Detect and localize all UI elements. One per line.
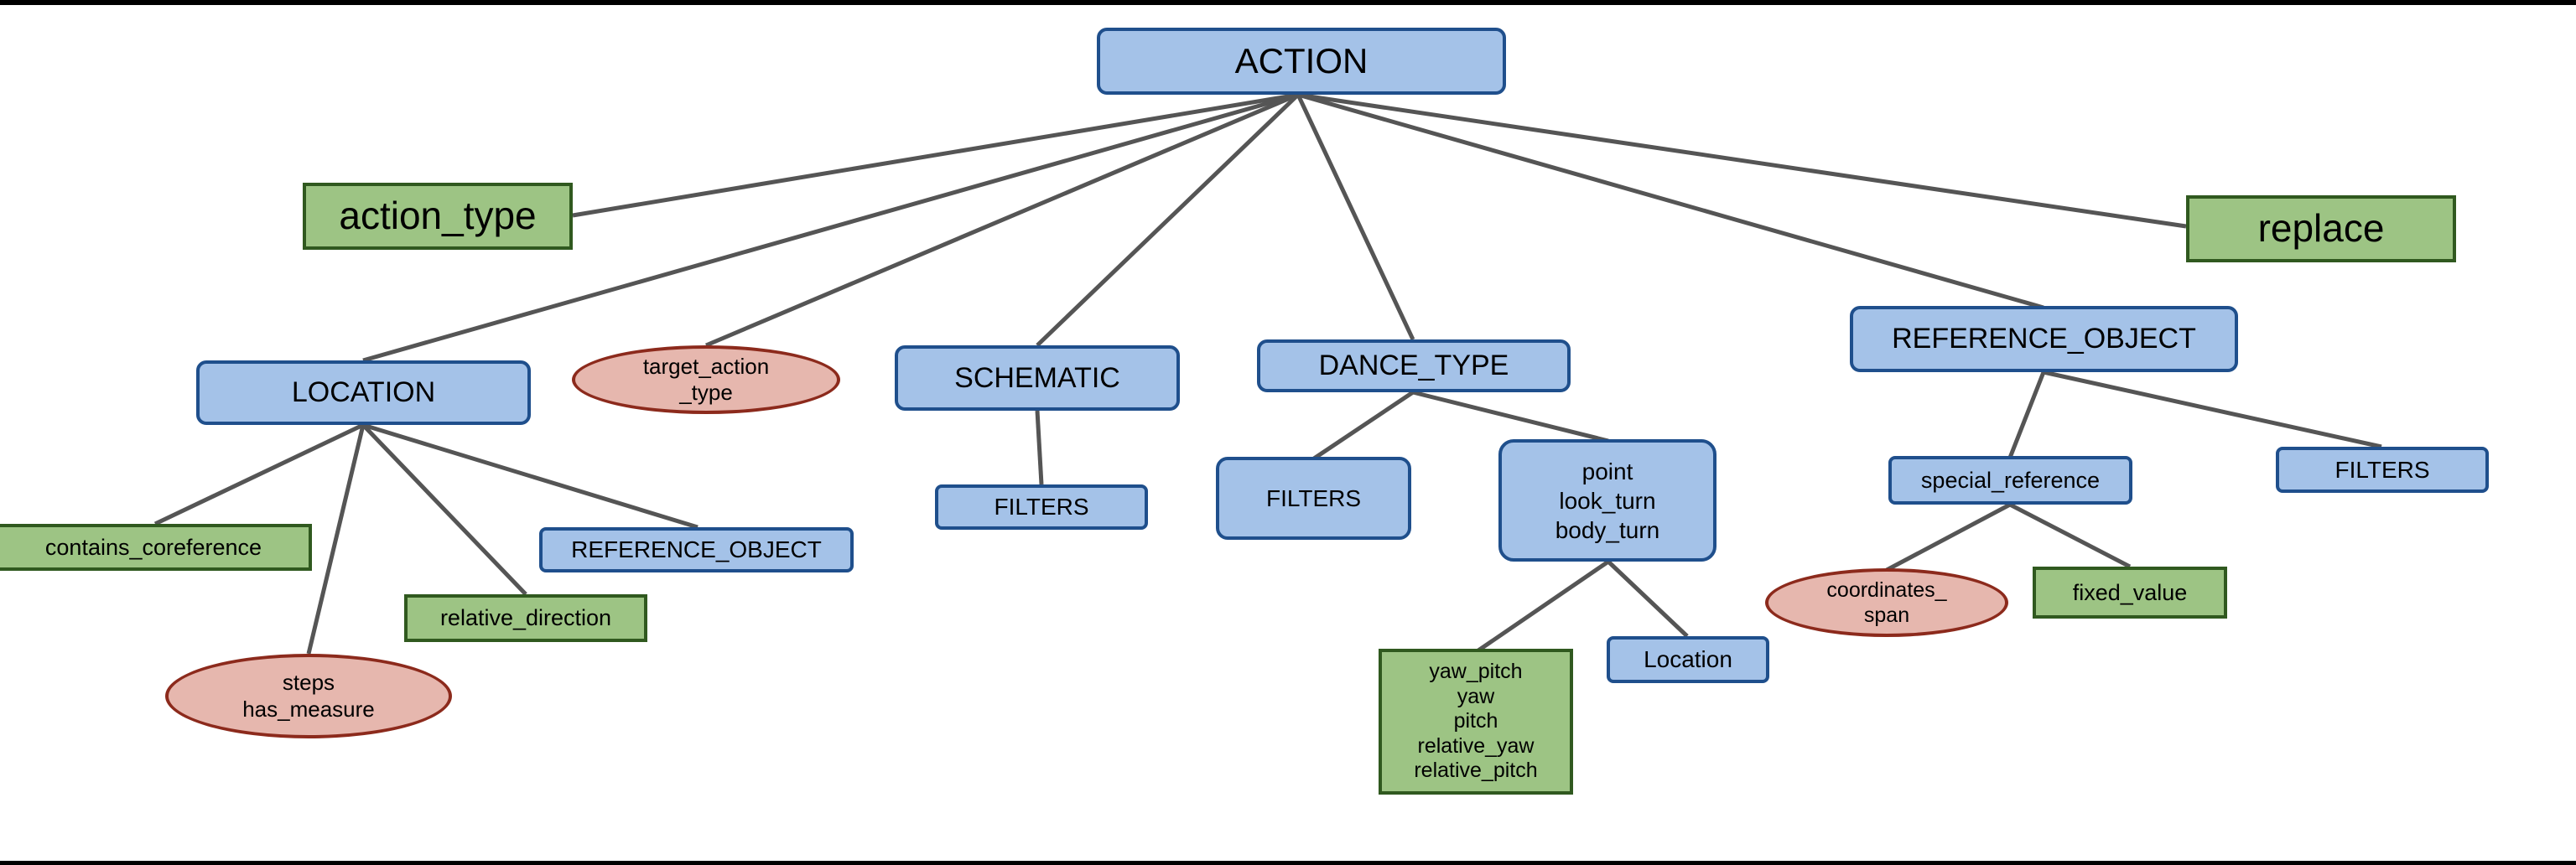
dance-filters-label: FILTERS bbox=[1265, 484, 1362, 511]
steps-label: steps has_measure bbox=[242, 670, 375, 722]
refobj-filters-label: FILTERS bbox=[2334, 456, 2430, 483]
action-node: ACTION bbox=[1097, 28, 1506, 95]
edge-point-angles bbox=[1477, 559, 1610, 653]
edge-refobj-filters bbox=[2043, 370, 2382, 449]
edge-location-coreference bbox=[153, 422, 365, 526]
schematic-label: SCHEMATIC bbox=[954, 361, 1120, 394]
steps-node: steps has_measure bbox=[165, 654, 452, 738]
edge-action-dance-type bbox=[1296, 93, 1415, 341]
fixed-value-node: fixed_value bbox=[2033, 567, 2227, 619]
dance-type-label: DANCE_TYPE bbox=[1318, 350, 1509, 382]
dance-location-node: Location bbox=[1607, 636, 1769, 683]
edge-location-reference-object bbox=[362, 422, 699, 530]
location-reference-object-node: REFERENCE_OBJECT bbox=[539, 527, 854, 572]
target-action-type-node: target_action _type bbox=[572, 345, 840, 414]
schematic-filters-label: FILTERS bbox=[994, 494, 1089, 521]
contains-coreference-label: contains_coreference bbox=[44, 534, 262, 560]
edge-point-location bbox=[1607, 560, 1689, 638]
location-label: LOCATION bbox=[291, 376, 436, 409]
dance-filters-node: FILTERS bbox=[1216, 457, 1411, 540]
edge-action-action-type bbox=[572, 92, 1299, 218]
coordinates-span-node: coordinates_ span bbox=[1765, 568, 2008, 637]
angles-label: yaw_pitch yaw pitch relative_yaw relativ… bbox=[1414, 660, 1538, 783]
top-border bbox=[0, 0, 2576, 5]
location-reference-object-label: REFERENCE_OBJECT bbox=[571, 536, 822, 563]
special-reference-node: special_reference bbox=[1888, 456, 2132, 505]
action-type-node: action_type bbox=[303, 183, 573, 250]
action-label: ACTION bbox=[1234, 40, 1368, 80]
dance-location-label: Location bbox=[1644, 646, 1732, 673]
edge-action-target-action-type bbox=[705, 92, 1299, 348]
angles-node: yaw_pitch yaw pitch relative_yaw relativ… bbox=[1379, 649, 1573, 795]
relative-direction-node: relative_direction bbox=[404, 594, 647, 642]
dance-type-node: DANCE_TYPE bbox=[1257, 339, 1571, 392]
relative-direction-label: relative_direction bbox=[439, 605, 612, 631]
contains-coreference-node: contains_coreference bbox=[0, 524, 312, 571]
edge-schematic-filters bbox=[1035, 410, 1044, 485]
coordinates-span-label: coordinates_ span bbox=[1826, 578, 1947, 627]
schematic-node: SCHEMATIC bbox=[895, 345, 1180, 411]
replace-label: replace bbox=[2257, 206, 2385, 251]
edge-refobj-special-reference bbox=[2007, 371, 2046, 458]
target-action-type-label: target_action _type bbox=[642, 353, 770, 405]
edge-action-replace bbox=[1297, 92, 2187, 229]
reference-object-label: REFERENCE_OBJECT bbox=[1892, 323, 2196, 355]
refobj-filters-node: FILTERS bbox=[2276, 447, 2489, 493]
edge-action-reference-object bbox=[1297, 92, 2044, 310]
schematic-filters-node: FILTERS bbox=[935, 484, 1148, 530]
action-type-label: action_type bbox=[339, 194, 537, 238]
edge-special-coordinates bbox=[1885, 502, 2012, 572]
reference-object-node: REFERENCE_OBJECT bbox=[1850, 306, 2238, 372]
bottom-border bbox=[0, 861, 2576, 865]
location-node: LOCATION bbox=[196, 360, 531, 425]
special-reference-label: special_reference bbox=[1920, 467, 2101, 493]
edge-action-schematic bbox=[1036, 93, 1300, 347]
replace-node: replace bbox=[2186, 195, 2456, 262]
fixed-value-label: fixed_value bbox=[2072, 579, 2188, 605]
edge-location-steps bbox=[306, 424, 366, 655]
point-label: point look_turn body_turn bbox=[1555, 458, 1660, 543]
point-node: point look_turn body_turn bbox=[1498, 439, 1716, 562]
edge-special-fixed-value bbox=[2008, 502, 2132, 569]
edge-dance-filters bbox=[1312, 390, 1415, 461]
edge-dance-point bbox=[1412, 390, 1609, 443]
edge-location-relative-direction bbox=[361, 423, 527, 596]
edge-action-location bbox=[362, 92, 1299, 363]
